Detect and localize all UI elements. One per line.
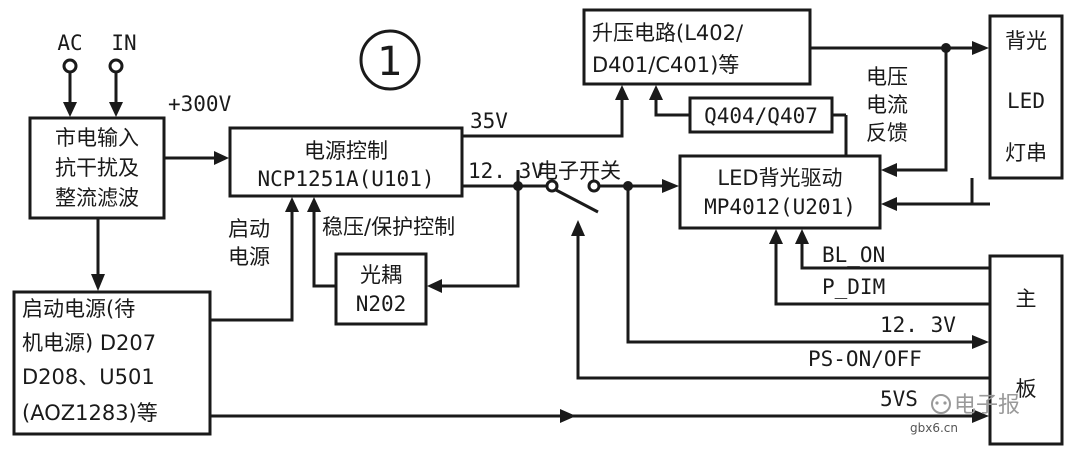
boost-circuit-line-2: D401/C401)等 (592, 53, 739, 77)
startup-power-label-2: 电源 (228, 245, 270, 269)
main-board-block: 主 板 (988, 254, 1064, 446)
feedback-label-2: 电流 (866, 93, 908, 117)
rail-300v-wire: +300V (164, 92, 232, 165)
main-12v3-wire: 12. 3V (626, 186, 989, 349)
bl-on-label: BL_ON (822, 243, 885, 267)
feedback-wire: 电压 电流 反馈 (866, 48, 948, 177)
p-dim-label: P_DIM (822, 275, 885, 299)
power-control-chip: NCP1251A(U101) (257, 167, 434, 191)
mains-filter-line-1: 市电输入 (55, 126, 139, 150)
led-string-line-1: 背光 (1005, 29, 1047, 53)
main-12v3-label: 12. 3V (880, 313, 956, 337)
standby-power-line-2: 机电源) D207 (22, 331, 156, 355)
main-board-line-2: 板 (1016, 377, 1037, 401)
feedback-label-1: 电压 (866, 65, 908, 89)
ps-on-off-label: PS-ON/OFF (808, 347, 922, 371)
mains-to-standby-wire (91, 218, 105, 291)
boost-circuit-line-1: 升压电路(L402/ (592, 21, 744, 45)
watermark-site: gbx6.cn (910, 421, 958, 435)
led-driver-block: LED背光驱动 MP4012(U201) (678, 154, 882, 230)
watermark: 电子报 gbx6.cn (910, 393, 1020, 435)
led-string-to-driver-wire (881, 178, 990, 211)
in-terminal (108, 58, 124, 74)
vs5-wire: 5VS (210, 387, 989, 423)
switch-blade (555, 188, 599, 214)
watermark-logo-icon (931, 394, 951, 414)
in-label: IN (111, 31, 136, 55)
led-string-block: 背光 LED 灯串 (988, 14, 1064, 180)
figure-number-text: 1 (377, 39, 402, 85)
regulation-protection-label: 稳压/保护控制 (322, 215, 455, 239)
boost-to-led-string-wire (810, 41, 989, 55)
ps-on-off-wire: PS-ON/OFF (571, 220, 990, 380)
driver-to-q404-wire (832, 113, 848, 156)
bl-on-wire: BL_ON (795, 229, 990, 270)
ac-input: AC IN (57, 31, 137, 117)
optocoupler-title: 光耦 (360, 263, 402, 287)
power-control-block: 电源控制 NCP1251A(U101) (228, 126, 464, 198)
watermark-brand: 电子报 (954, 393, 1020, 418)
q404-to-boost-wire (649, 85, 690, 117)
led-driver-chip: MP4012(U201) (704, 195, 856, 219)
ac-label: AC (57, 31, 82, 55)
rail-35v-wire: 35V (462, 85, 629, 138)
optocoupler-ref: N202 (356, 292, 407, 316)
q404-q407-label: Q404/Q407 (704, 104, 818, 128)
mains-filter-block: 市电输入 抗干扰及 整流滤波 (28, 116, 166, 220)
rail-300v-label: +300V (168, 92, 232, 116)
startup-power-label-1: 启动 (228, 217, 270, 241)
standby-power-block: 启动电源(待 机电源) D207 D208、U501 (AOZ1283)等 (12, 290, 212, 436)
rail-12v3-wire: 12. 3V 电子开关 (462, 159, 679, 214)
startup-power-wire: 启动 电源 (210, 197, 299, 322)
rail-35v-label: 35V (470, 109, 508, 133)
rail-12v3-label: 12. 3V (468, 159, 544, 183)
power-control-title: 电源控制 (304, 139, 388, 163)
optocoupler-block: 光耦 N202 (334, 252, 428, 326)
standby-power-line-4: (AOZ1283)等 (22, 401, 158, 425)
standby-power-line-1: 启动电源(待 (22, 297, 135, 321)
figure-number: 1 (359, 29, 421, 91)
led-driver-title: LED背光驱动 (717, 166, 842, 190)
electronic-switch-label: 电子开关 (537, 159, 621, 183)
boost-circuit-block: 升压电路(L402/ D401/C401)等 (582, 8, 812, 86)
ac-terminal (62, 58, 78, 74)
led-string-line-2: LED (1007, 89, 1045, 113)
feedback-label-3: 反馈 (866, 121, 908, 145)
standby-power-line-3: D208、U501 (22, 365, 155, 389)
led-string-line-3: 灯串 (1005, 141, 1047, 165)
mains-filter-line-2: 抗干扰及 (55, 156, 139, 180)
switch-terminal-left (545, 179, 559, 193)
mains-filter-line-3: 整流滤波 (55, 186, 139, 210)
regulation-protection-wire: 稳压/保护控制 (307, 170, 520, 293)
main-board-line-1: 主 (1016, 287, 1037, 311)
vs5-label: 5VS (880, 387, 918, 411)
p-dim-wire: P_DIM (769, 229, 990, 306)
q404-q407-block: Q404/Q407 (688, 96, 834, 134)
